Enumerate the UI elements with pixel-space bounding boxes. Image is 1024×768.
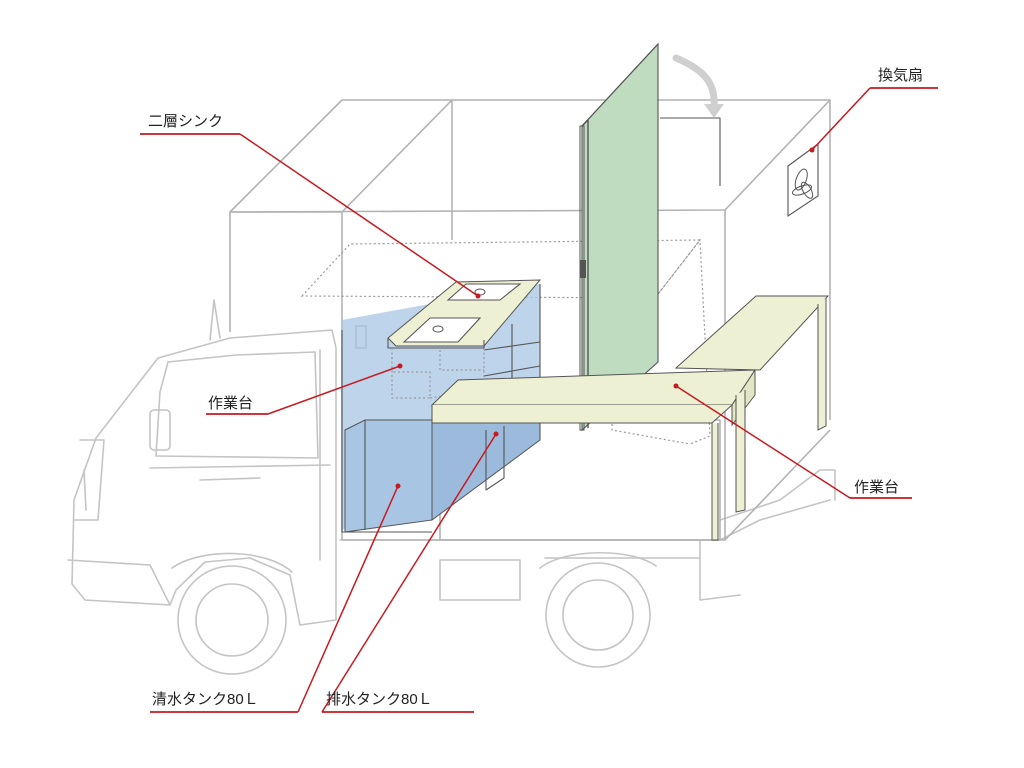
front-worktable <box>430 368 756 541</box>
waste-water-tank-leader <box>321 433 497 713</box>
waste-water-tank-label: 排水タンク80Ｌ <box>326 691 433 708</box>
worktable-left-label: 作業台 <box>208 395 253 412</box>
serving-door <box>579 42 724 432</box>
fresh-water-tank-label: 清水タンク80Ｌ <box>152 691 259 708</box>
worktable-right-label: 作業台 <box>854 479 899 496</box>
truck-body <box>67 299 836 675</box>
worktable-right-leader <box>675 385 851 499</box>
ventilation-fan-label: 換気扇 <box>878 67 923 84</box>
worktable-left-leader <box>267 365 401 415</box>
leader-lines <box>140 87 938 713</box>
leader-endpoints <box>395 147 815 489</box>
upper-shelf-outline <box>300 238 711 445</box>
ventilation-fan-icon <box>787 142 819 218</box>
fresh-water-tank-leader <box>297 485 399 713</box>
double-sink-leader <box>239 133 479 297</box>
ventilation-fan-leader <box>811 87 871 151</box>
back-worktable <box>674 295 830 513</box>
double-sink-label: 二層シンク <box>148 113 223 130</box>
